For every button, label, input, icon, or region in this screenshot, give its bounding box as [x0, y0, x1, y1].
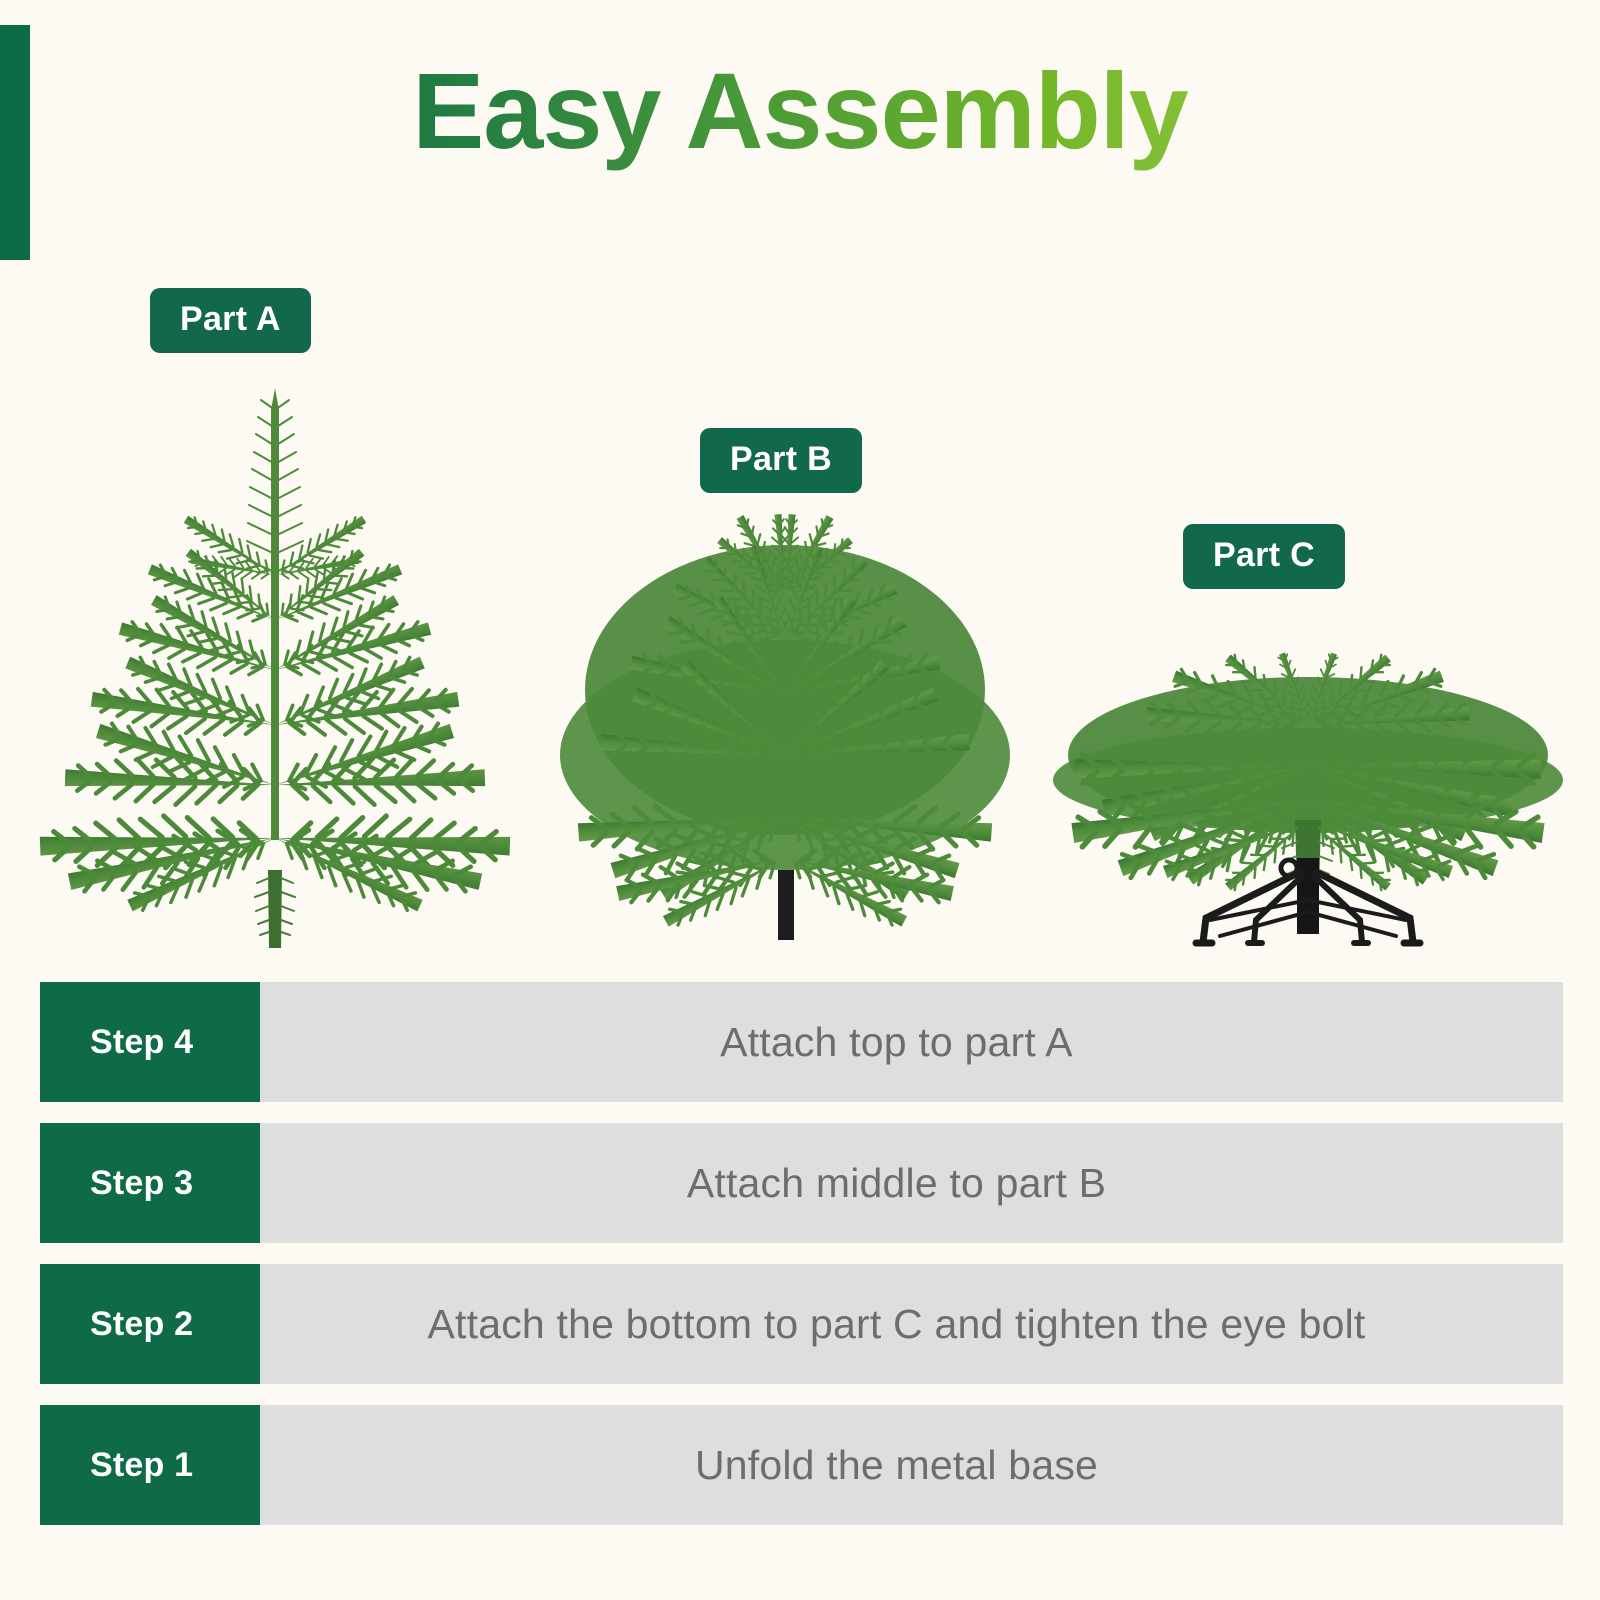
assembly-steps-list: Step 4 Attach top to part A Step 3 Attac…: [40, 982, 1563, 1525]
step-tag: Step 2: [40, 1264, 260, 1384]
step-row: Step 3 Attach middle to part B: [40, 1123, 1563, 1243]
left-accent-bar: [0, 25, 30, 260]
step-tag: Step 1: [40, 1405, 260, 1525]
step-description: Attach middle to part B: [260, 1123, 1563, 1243]
step-row: Step 1 Unfold the metal base: [40, 1405, 1563, 1525]
part-label-c: Part C: [1183, 524, 1345, 589]
step-description: Attach top to part A: [260, 982, 1563, 1102]
step-row: Step 2 Attach the bottom to part C and t…: [40, 1264, 1563, 1384]
parts-gallery: Part A: [0, 288, 1580, 960]
step-description: Attach the bottom to part C and tighten …: [260, 1264, 1563, 1384]
step-row: Step 4 Attach top to part A: [40, 982, 1563, 1102]
part-label-b: Part B: [700, 428, 862, 493]
step-tag: Step 3: [40, 1123, 260, 1243]
step-tag: Step 4: [40, 982, 260, 1102]
part-label-a: Part A: [150, 288, 311, 353]
part-image-a: [30, 370, 520, 950]
step-description: Unfold the metal base: [260, 1405, 1563, 1525]
page-title: Easy Assembly: [0, 51, 1600, 171]
part-image-c: [1010, 620, 1580, 960]
metal-stand-icon: [1192, 857, 1424, 947]
part-image-b: [535, 500, 1035, 940]
